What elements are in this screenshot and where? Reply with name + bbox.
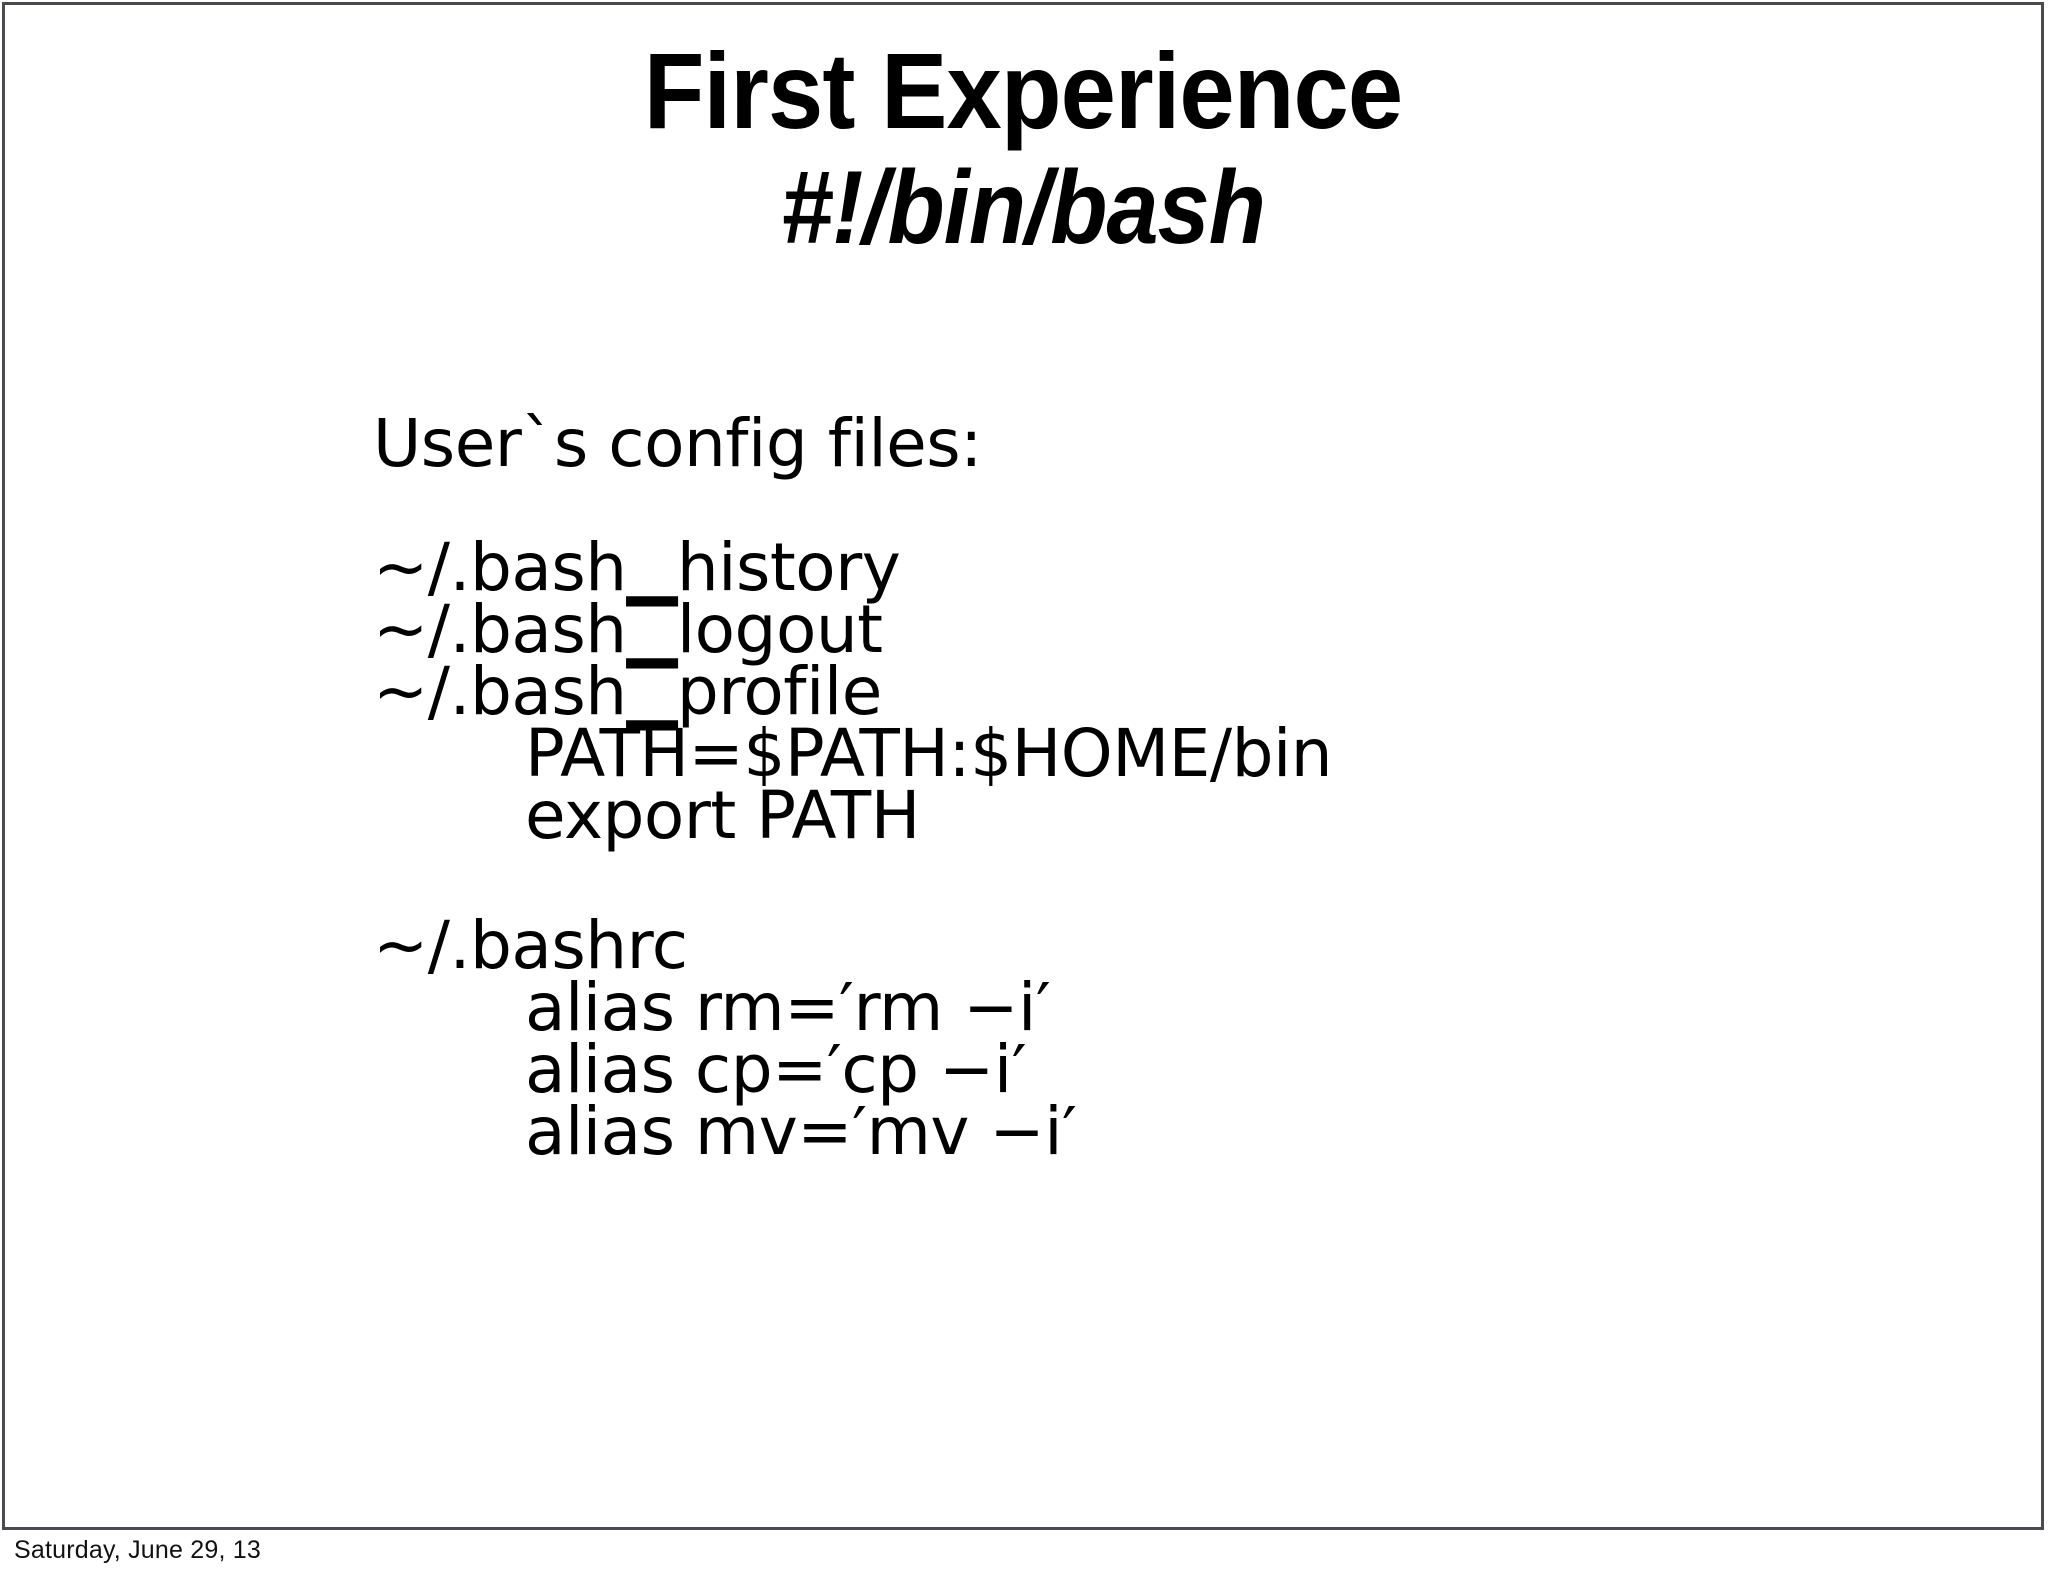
page-title: First Experience: [643, 30, 1403, 151]
slide-frame: First Experience #!/bin/bash User`s conf…: [2, 2, 2044, 1530]
body-heading: User`s config files:: [373, 405, 982, 482]
footer-date: Saturday, June 29, 13: [14, 1536, 261, 1564]
config-file-bash-logout: ~/.bash▁logout: [373, 591, 883, 668]
config-file-bashrc: ~/.bashrc: [373, 907, 688, 984]
bashrc-alias-cp: alias cp=′cp −i′: [525, 1031, 1027, 1108]
slide-body: User`s config files: ~/.bash▁history ~/.…: [373, 405, 1933, 1170]
config-file-bash-history: ~/.bash▁history: [373, 529, 901, 606]
bashrc-alias-mv: alias mv=′mv −i′: [525, 1093, 1077, 1170]
bash-profile-export-path: export PATH: [525, 777, 920, 854]
slide-content: First Experience #!/bin/bash User`s conf…: [5, 5, 2041, 1527]
bashrc-alias-rm: alias rm=′rm −i′: [525, 969, 1051, 1046]
body-spacer: [373, 847, 1933, 915]
config-file-bash-profile: ~/.bash▁profile: [373, 653, 882, 730]
bash-profile-path-assignment: PATH=$PATH:$HOME/bin: [525, 715, 1333, 792]
slide-title-block: First Experience #!/bin/bash: [5, 30, 2041, 266]
page-subtitle: #!/bin/bash: [780, 149, 1266, 266]
